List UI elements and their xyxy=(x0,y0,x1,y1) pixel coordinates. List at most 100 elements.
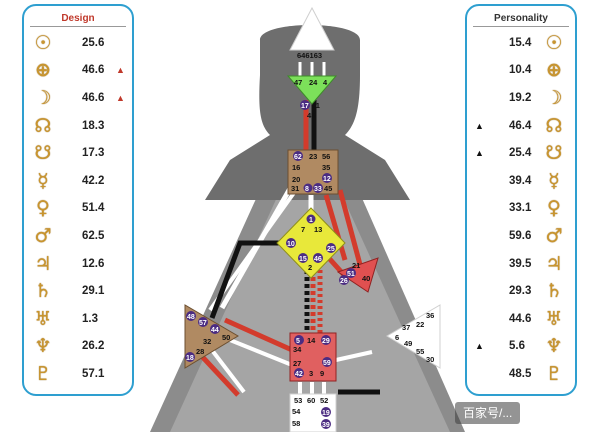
solar-gate-30: 30 xyxy=(426,355,434,364)
planet-row: ♅1.3 xyxy=(24,305,132,333)
channel-10-57 xyxy=(209,240,292,319)
gate-line-value: 15.4 xyxy=(509,36,532,49)
heart-center xyxy=(336,257,379,293)
mercury-icon: ☿ xyxy=(37,169,49,192)
gate-line-value: 44.6 xyxy=(509,312,532,325)
ajna-center xyxy=(286,75,338,105)
g-center xyxy=(276,207,346,279)
activation-17 xyxy=(300,100,310,110)
planet-row: 39.5♃ xyxy=(467,250,575,278)
design-panel: Design ☉25.6⊕ 46.6 ▲☽46.6▲☊18.3☋ 17.3 ☿ 42.2 ♀… xyxy=(22,4,134,396)
gate-line-value: 12.6 xyxy=(82,257,105,270)
activation-26 xyxy=(339,275,349,285)
gate-line-value: 59.6 xyxy=(509,229,532,242)
planet-row: ☋ 17.3 xyxy=(24,139,132,167)
planet-row: ♃12.6 xyxy=(24,250,132,278)
exaltation-arrow-icon: ▲ xyxy=(116,92,125,103)
g-gate-25: 25 xyxy=(327,246,335,253)
gate-line-value: 42.2 xyxy=(82,174,105,187)
activation-12 xyxy=(322,173,332,183)
activation-8 xyxy=(303,183,313,193)
throat-gate-31: 31 xyxy=(291,184,299,193)
activation-51 xyxy=(346,268,356,278)
spleen-gate-50: 50 xyxy=(222,333,230,342)
activation-33 xyxy=(313,183,323,193)
north-node-icon: ☊ xyxy=(545,114,563,137)
heart-gate-51: 51 xyxy=(347,271,355,278)
planet-row: ▲5.6♆ xyxy=(467,333,575,361)
personality-rows: 15.4☉10.4⊕19.2☽▲46.4☊▲25.4☋39.4☿33.1♀59.… xyxy=(467,29,575,388)
planet-row: ♆26.2 xyxy=(24,333,132,361)
activation-1 xyxy=(306,214,316,224)
planet-row: 44.6♅ xyxy=(467,305,575,333)
activation-18 xyxy=(185,352,195,362)
saturn-icon: ♄ xyxy=(34,280,52,303)
channel-45-21 xyxy=(337,189,365,273)
earth-icon: ⊕ xyxy=(35,59,51,82)
spleen-gate-28: 28 xyxy=(196,347,204,356)
throat-gate-56: 56 xyxy=(322,152,330,161)
solar-gate-36: 36 xyxy=(426,311,434,320)
backdrop-inner-shape xyxy=(170,125,450,432)
planet-row: ☉25.6 xyxy=(24,29,132,57)
activation-44 xyxy=(210,324,220,334)
g-gate-46: 46 xyxy=(314,256,322,263)
heart-gate-26: 26 xyxy=(340,278,348,285)
throat-gate-45: 45 xyxy=(324,184,332,193)
earth-icon: ⊕ xyxy=(546,59,562,82)
solar-gate-6: 6 xyxy=(395,333,399,342)
ajna-gate-17: 17 xyxy=(301,103,309,110)
planet-row: ☊18.3 xyxy=(24,112,132,140)
gate-line-value: 62.5 xyxy=(82,229,105,242)
channel-59-6 xyxy=(335,350,373,362)
gate-line-value: 17.3 xyxy=(82,147,105,160)
planet-row: 59.6 ♂ xyxy=(467,222,575,250)
root-gate-58: 58 xyxy=(292,419,300,428)
gate-line-value: 33.1 xyxy=(509,202,532,215)
activation-48 xyxy=(186,311,196,321)
sacral-gate-59: 59 xyxy=(323,360,331,367)
sacral-gate-9: 9 xyxy=(320,369,324,378)
gate-line-value: 46.6 xyxy=(82,64,105,77)
heart-gate-21: 21 xyxy=(352,261,360,270)
personality-panel-title: Personality xyxy=(473,12,569,27)
gate-line-value: 19.2 xyxy=(509,91,532,104)
gate-line-value: 51.4 xyxy=(82,202,105,215)
pluto-icon: ♇ xyxy=(545,362,563,385)
activation-59 xyxy=(322,357,332,367)
spleen-gate-44: 44 xyxy=(211,327,219,334)
throat-gate-33: 33 xyxy=(314,186,322,193)
activation-10 xyxy=(286,238,296,248)
design-panel-title: Design xyxy=(30,12,126,27)
g-gate-10: 10 xyxy=(287,241,295,248)
planet-row: 10.4 ⊕ xyxy=(467,57,575,85)
pluto-icon: ♇ xyxy=(34,362,52,385)
ajna-gate-24: 24 xyxy=(309,78,318,87)
root-gate-19: 19 xyxy=(322,410,330,417)
root-gate-53: 53 xyxy=(294,396,302,405)
sacral-gate-42: 42 xyxy=(295,371,303,378)
mars-icon: ♂ xyxy=(545,224,563,247)
gate-labels: 646163 47 24 4 17 11 43 62 16 20 23 56 3… xyxy=(185,51,434,432)
sacral-gate-5: 5 xyxy=(296,338,300,345)
planet-row: ♀51.4 xyxy=(24,195,132,223)
activation-29 xyxy=(321,335,331,345)
activation-46 xyxy=(313,253,323,263)
design-rows: ☉25.6⊕46.6▲☽46.6▲☊18.3☋17.3☿42.2♀51.4♂62… xyxy=(24,29,132,388)
planet-row: 39.4☿ xyxy=(467,167,575,195)
activation-25 xyxy=(326,243,336,253)
gate-61: 61 xyxy=(305,51,313,60)
activation-19 xyxy=(321,407,331,417)
planet-row: ⊕46.6▲ xyxy=(24,57,132,85)
south-node-icon: ☋ xyxy=(34,142,52,165)
channel-44-26 xyxy=(223,317,294,353)
moon-icon: ☽ xyxy=(545,86,563,109)
gate-line-value: 29.1 xyxy=(82,285,105,298)
planet-row: ☽46.6▲ xyxy=(24,84,132,112)
solar-plexus-center xyxy=(386,304,441,369)
north-node-icon: ☊ xyxy=(34,114,52,137)
gate-line-value: 10.4 xyxy=(509,64,532,77)
neptune-icon: ♆ xyxy=(34,335,52,358)
throat-gate-12: 12 xyxy=(323,176,331,183)
